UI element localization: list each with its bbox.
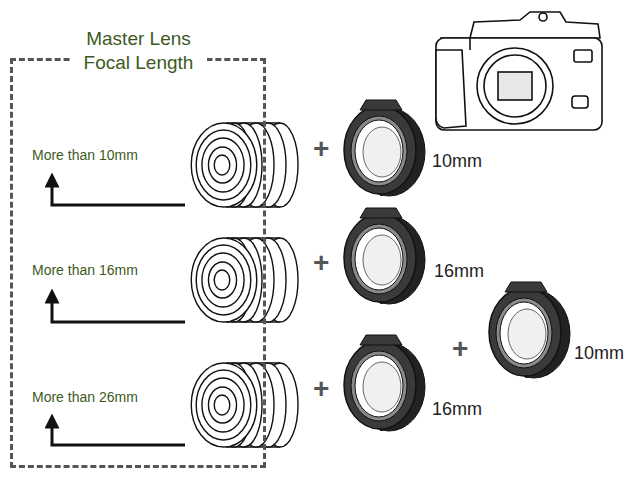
plus-sign: + — [313, 248, 329, 279]
adapter-length: 16mm — [432, 400, 482, 420]
lens-drawing — [191, 123, 298, 207]
range-label: More than 26mm — [32, 390, 138, 405]
adapter-ring — [489, 282, 570, 378]
adapter-ring — [344, 100, 425, 196]
plus-sign: + — [313, 374, 329, 405]
lens-drawing — [191, 238, 298, 322]
camera-drawing — [436, 12, 602, 130]
arrow — [52, 180, 185, 445]
adapter-length: 16mm — [434, 262, 484, 282]
range-label: More than 16mm — [32, 263, 138, 278]
range-label: More than 10mm — [32, 148, 138, 163]
plus-sign: + — [313, 134, 329, 165]
group-title: Master Lens Focal Length — [70, 27, 207, 75]
plus-sign: + — [452, 334, 468, 365]
adapter-length: 10mm — [432, 152, 482, 172]
adapter-length: 10mm — [574, 344, 624, 364]
adapter-ring — [344, 335, 425, 431]
lens-drawing — [191, 363, 298, 447]
adapter-ring — [344, 208, 425, 304]
